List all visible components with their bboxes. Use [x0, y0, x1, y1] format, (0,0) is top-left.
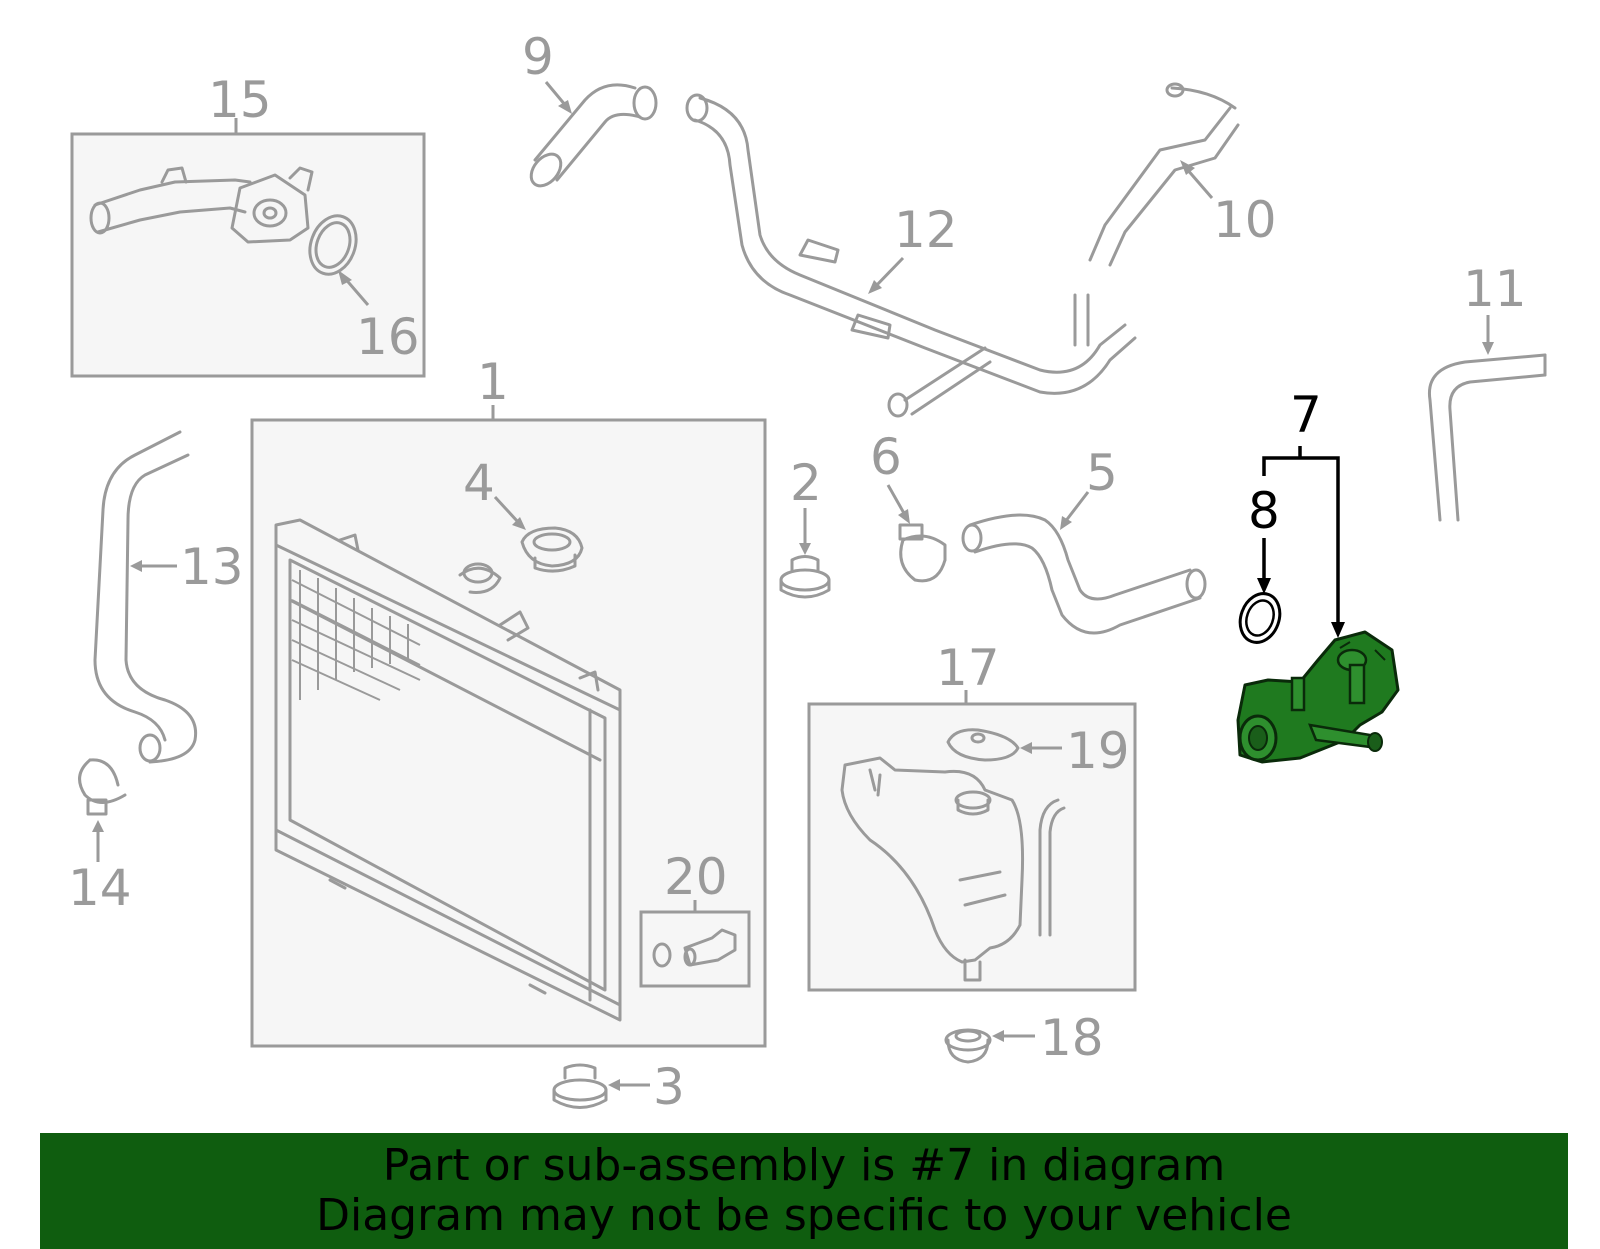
callout-16[interactable]: 16: [356, 308, 420, 366]
callout-7[interactable]: 7: [1290, 386, 1322, 444]
part-12-bypass-pipe[interactable]: [685, 93, 1137, 418]
part-13-hose[interactable]: [93, 430, 198, 764]
part-20-drain-cock[interactable]: [652, 928, 737, 968]
callout-2[interactable]: 2: [790, 454, 822, 512]
box-15: [70, 132, 426, 378]
part-17-reservoir[interactable]: [840, 756, 1066, 982]
info-banner: Part or sub-assembly is #7 in diagram Di…: [40, 1133, 1568, 1249]
part-15-water-outlet[interactable]: [89, 166, 314, 244]
part-3-bushing[interactable]: [552, 1063, 608, 1109]
banner-line-1: Part or sub-assembly is #7 in diagram: [382, 1140, 1226, 1191]
callout-17[interactable]: 17: [936, 639, 1000, 697]
callout-12[interactable]: 12: [894, 201, 958, 259]
part-9-hose[interactable]: [525, 83, 658, 192]
callout-15[interactable]: 15: [208, 71, 272, 129]
part-6-clamp[interactable]: [898, 523, 947, 583]
callout-1[interactable]: 1: [477, 353, 509, 411]
callout-4[interactable]: 4: [463, 454, 495, 512]
callout-13[interactable]: 13: [180, 538, 244, 596]
part-18-bushing[interactable]: [944, 1028, 992, 1064]
box-20: [639, 910, 751, 988]
callout-14[interactable]: 14: [68, 859, 132, 917]
part-10-hose[interactable]: [1088, 82, 1240, 267]
part-5-hose[interactable]: [961, 513, 1207, 635]
box-17: [807, 702, 1137, 992]
part-14-clamp[interactable]: [78, 758, 127, 816]
part-1-radiator[interactable]: [274, 518, 622, 1022]
part-11-hose[interactable]: [1427, 353, 1547, 522]
callout-10[interactable]: 10: [1213, 191, 1277, 249]
callout-9[interactable]: 9: [522, 28, 554, 86]
banner-line-2: Diagram may not be specific to your vehi…: [316, 1190, 1292, 1241]
callout-5[interactable]: 5: [1086, 444, 1118, 502]
callout-11[interactable]: 11: [1463, 260, 1527, 318]
part-7-water-inlet-housing[interactable]: [1236, 630, 1400, 764]
part-19-cap[interactable]: [946, 728, 1020, 762]
callout-6[interactable]: 6: [870, 428, 902, 486]
part-2-bushing[interactable]: [779, 555, 831, 599]
callout-3[interactable]: 3: [653, 1058, 685, 1116]
callout-20[interactable]: 20: [664, 848, 728, 906]
part-4-radiator-cap[interactable]: [520, 526, 584, 573]
part-16-gasket[interactable]: [302, 209, 364, 280]
callout-8[interactable]: 8: [1248, 482, 1280, 540]
callout-18[interactable]: 18: [1040, 1009, 1104, 1067]
callout-19[interactable]: 19: [1066, 722, 1130, 780]
part-8-gasket[interactable]: [1234, 588, 1287, 648]
